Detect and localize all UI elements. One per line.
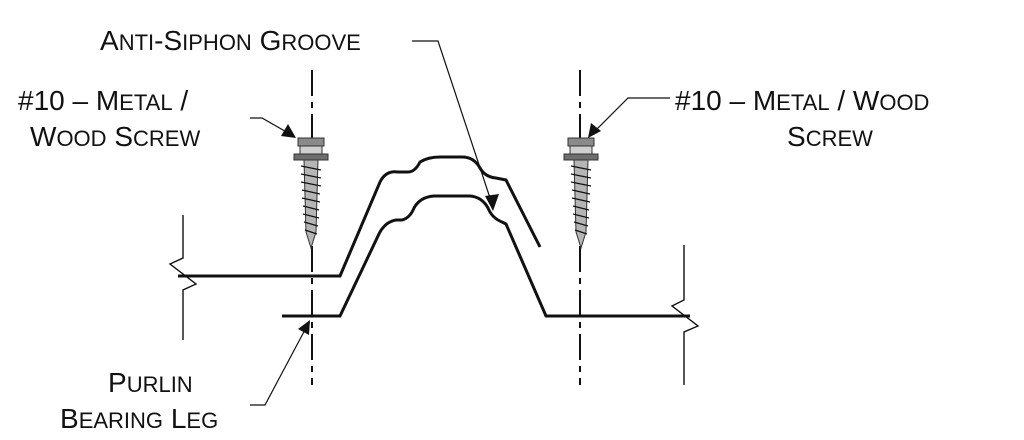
- label-left-screw-line1: #10 – METAL /: [18, 85, 188, 116]
- upper-panel-profile: [178, 155, 542, 278]
- label-right-screw-line2: SCREW: [787, 121, 873, 152]
- arrowhead-left-screw: [281, 124, 296, 138]
- left-screw-threads: [300, 165, 322, 235]
- label-right-screw-line1: #10 – METAL / WOOD: [675, 85, 929, 116]
- lower-panel-profile: [282, 194, 690, 318]
- right-screw: [563, 137, 599, 250]
- label-purlin-line1: PURLIN: [108, 367, 193, 398]
- left-screw-head-top: [297, 137, 325, 147]
- right-screw-head-top: [567, 137, 595, 147]
- arrowhead-right-screw: [588, 123, 601, 138]
- right-screw-washer: [563, 153, 599, 161]
- leader-groove: [412, 40, 494, 208]
- right-screw-threads: [570, 165, 592, 235]
- right-screw-shank: [573, 159, 589, 250]
- leader-left-screw: [250, 117, 291, 135]
- leader-purlin: [250, 325, 308, 406]
- label-left-screw-line2: WOOD SCREW: [30, 121, 200, 152]
- right-screw-head: [569, 145, 593, 155]
- arrowhead-groove: [485, 194, 499, 211]
- label-purlin-line2: BEARING LEG: [60, 403, 218, 434]
- leader-right-screw: [591, 97, 670, 135]
- break-line-left: [168, 215, 198, 340]
- left-screw-head: [299, 145, 323, 155]
- left-screw-washer: [293, 153, 329, 161]
- arrowhead-purlin: [298, 320, 310, 335]
- left-screw: [293, 137, 329, 250]
- left-screw-shank: [303, 159, 319, 250]
- label-anti-siphon-groove: ANTI-SIPHON GROOVE: [100, 25, 361, 56]
